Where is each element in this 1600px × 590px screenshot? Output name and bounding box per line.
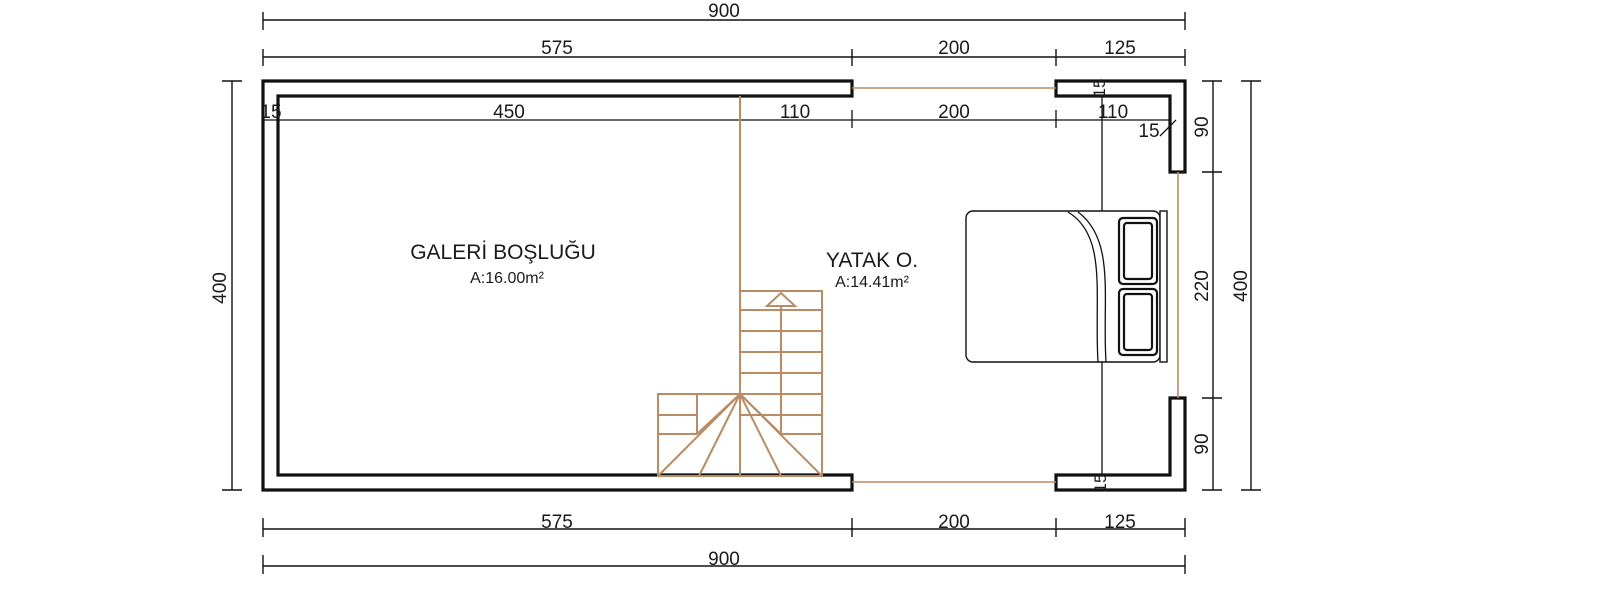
bottom-segment-label: 125 xyxy=(1104,512,1136,533)
right-segment-label: 220 xyxy=(1192,270,1213,302)
top-segment-label: 125 xyxy=(1104,38,1136,59)
windows xyxy=(852,87,1179,483)
room-yatak: YATAK O. A:14.41m² xyxy=(826,249,918,291)
bottom-segment-dimensions: 575 200 125 xyxy=(262,512,1186,537)
left-total-dimension: 400 xyxy=(210,80,242,491)
top-total-dimension: 900 xyxy=(262,1,1186,30)
top-segment-label: 575 xyxy=(541,38,573,59)
inner-dim-label: 200 xyxy=(938,102,970,123)
bed-headboard xyxy=(1159,210,1168,363)
room-name: GALERİ BOŞLUĞU xyxy=(410,241,596,264)
right-segment-dimensions: 90 220 90 xyxy=(1192,80,1222,491)
right-segment-label: 90 xyxy=(1192,116,1213,137)
bottom-total-label: 900 xyxy=(708,549,740,570)
top-segment-dimensions: 575 200 125 xyxy=(262,38,1186,66)
right-segment-label: 90 xyxy=(1192,433,1213,454)
room-galeri: GALERİ BOŞLUĞU A:16.00m² xyxy=(410,241,596,287)
wall-right-bottom xyxy=(1054,396,1187,492)
wall-thickness-top: 15 xyxy=(1090,79,1109,98)
room-area: A:16.00m² xyxy=(470,270,544,287)
staircase xyxy=(657,96,823,477)
inner-dim-label: 450 xyxy=(493,102,525,123)
left-total-label: 400 xyxy=(210,272,231,304)
right-total-label: 400 xyxy=(1231,270,1252,302)
bed xyxy=(965,210,1168,363)
room-area: A:14.41m² xyxy=(835,274,909,291)
inner-dim-label: 110 xyxy=(780,102,810,123)
inner-dim-label: 15 xyxy=(260,102,281,123)
wall-thickness-bottom: 15 xyxy=(1091,474,1110,493)
bottom-total-dimension: 900 xyxy=(262,549,1186,574)
top-segment-label: 200 xyxy=(938,38,970,59)
wall-left-outer xyxy=(261,79,854,492)
walls xyxy=(261,79,1187,492)
top-total-label: 900 xyxy=(708,1,740,22)
wall-right-top xyxy=(1054,79,1187,174)
room-name: YATAK O. xyxy=(826,249,918,272)
bottom-segment-label: 575 xyxy=(541,512,573,533)
bottom-segment-label: 200 xyxy=(938,512,970,533)
inner-dimension-chain: 15 450 110 200 110 15 xyxy=(260,102,1177,142)
right-total-dimension: 400 xyxy=(1231,80,1261,491)
inner-dim-label: 110 xyxy=(1098,102,1128,123)
inner-right-dim-label: 15 xyxy=(1138,121,1159,142)
